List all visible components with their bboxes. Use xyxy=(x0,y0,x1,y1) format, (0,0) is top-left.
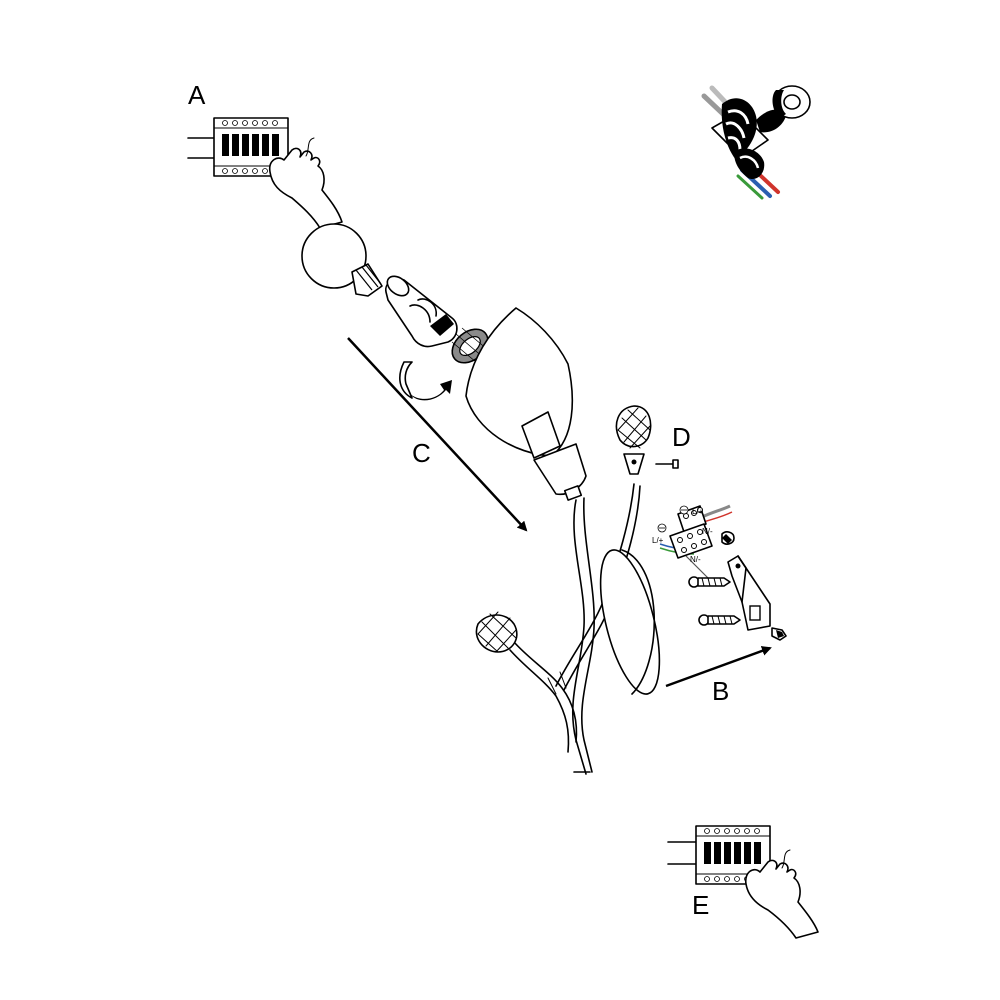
step-e-breaker-on: E xyxy=(667,825,819,939)
hand-icon xyxy=(268,137,343,229)
wire-label-live-top: L/+ xyxy=(692,507,704,516)
glass-shade xyxy=(465,307,574,459)
small-glass-bud-top xyxy=(615,405,652,475)
rotate-arrow-icon xyxy=(399,361,452,401)
step-b-arrow: B xyxy=(665,646,772,706)
terminal-block-wiring: L/+ N/- L/+ N/- xyxy=(652,504,733,583)
step-c-label: C xyxy=(412,438,431,468)
wall-fixings xyxy=(688,531,787,641)
step-e-label: E xyxy=(692,890,709,920)
screw-icon xyxy=(655,459,679,469)
step-b-label: B xyxy=(712,676,729,706)
screw-icon xyxy=(698,614,741,626)
step-d-label: D xyxy=(672,422,691,452)
screw-icon xyxy=(771,627,787,641)
terminal-connector-bottom xyxy=(669,523,713,559)
hand-icon xyxy=(744,849,819,939)
mounting-bracket xyxy=(727,555,771,631)
circuit-breaker-icon xyxy=(187,117,289,177)
step-c-arrow: C xyxy=(347,337,528,532)
screw-icon xyxy=(688,576,731,588)
screw-icon xyxy=(721,531,735,545)
wire-label-live-bottom: L/+ xyxy=(652,536,664,545)
wall-plate xyxy=(599,549,661,695)
insulating-tape-icon xyxy=(701,85,811,200)
lamp-holder-cup xyxy=(533,443,587,501)
light-bulb-icon xyxy=(301,223,383,297)
small-glass-bud-bottom xyxy=(475,611,518,653)
lamp-socket-icon xyxy=(385,275,458,348)
earth-ground-icon xyxy=(657,505,689,533)
step-d-screw: D xyxy=(655,422,691,469)
step-a-label: A xyxy=(188,80,206,110)
breaker-toggles xyxy=(222,134,279,156)
wire-label-neutral-bottom: N/- xyxy=(690,555,701,564)
breaker-toggles xyxy=(704,842,761,864)
wire-label-neutral-top: N/- xyxy=(702,527,713,536)
step-a-breaker-off: A xyxy=(187,80,343,229)
